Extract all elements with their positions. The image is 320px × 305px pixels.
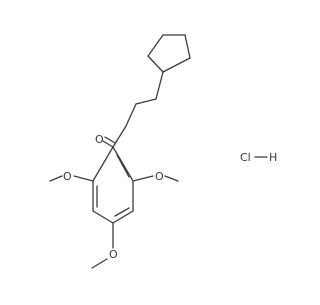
bond [135, 98, 157, 105]
bond [102, 140, 114, 148]
bond [112, 146, 134, 182]
bond [91, 258, 108, 269]
bond [155, 71, 164, 100]
bond [92, 210, 114, 224]
bond [164, 175, 179, 182]
bond [112, 210, 134, 224]
aromatic-bond [114, 207, 130, 217]
methoxy-para [91, 222, 114, 269]
methoxy-left [49, 175, 94, 182]
bond [125, 103, 137, 127]
bond [49, 175, 63, 182]
methoxy-para-oxygen-label: O [109, 248, 118, 261]
structure-canvas: O O O O Cl H [49, 34, 277, 269]
benzene-ring [92, 146, 134, 224]
bond [184, 34, 191, 59]
bond [147, 34, 164, 57]
bond [132, 175, 154, 182]
methoxy-left-oxygen-label: O [63, 170, 72, 183]
chlorine-label: Cl [240, 151, 251, 164]
cyclopentyl-ring [147, 34, 191, 73]
bond [92, 146, 114, 182]
hydrogen-label: H [269, 151, 277, 164]
bond [147, 55, 164, 73]
methoxy-right [132, 175, 179, 182]
bond [104, 136, 116, 144]
bond [73, 175, 94, 182]
aromatic-bond [116, 154, 130, 178]
bond [112, 125, 127, 148]
molecule-diagram: O O O O Cl H [49, 34, 277, 269]
bond [162, 57, 191, 73]
carbonyl-group [102, 136, 116, 148]
carbonyl-oxygen-label: O [95, 133, 104, 146]
alkyl-chain [112, 71, 164, 148]
methoxy-right-oxygen-label: O [155, 170, 164, 183]
